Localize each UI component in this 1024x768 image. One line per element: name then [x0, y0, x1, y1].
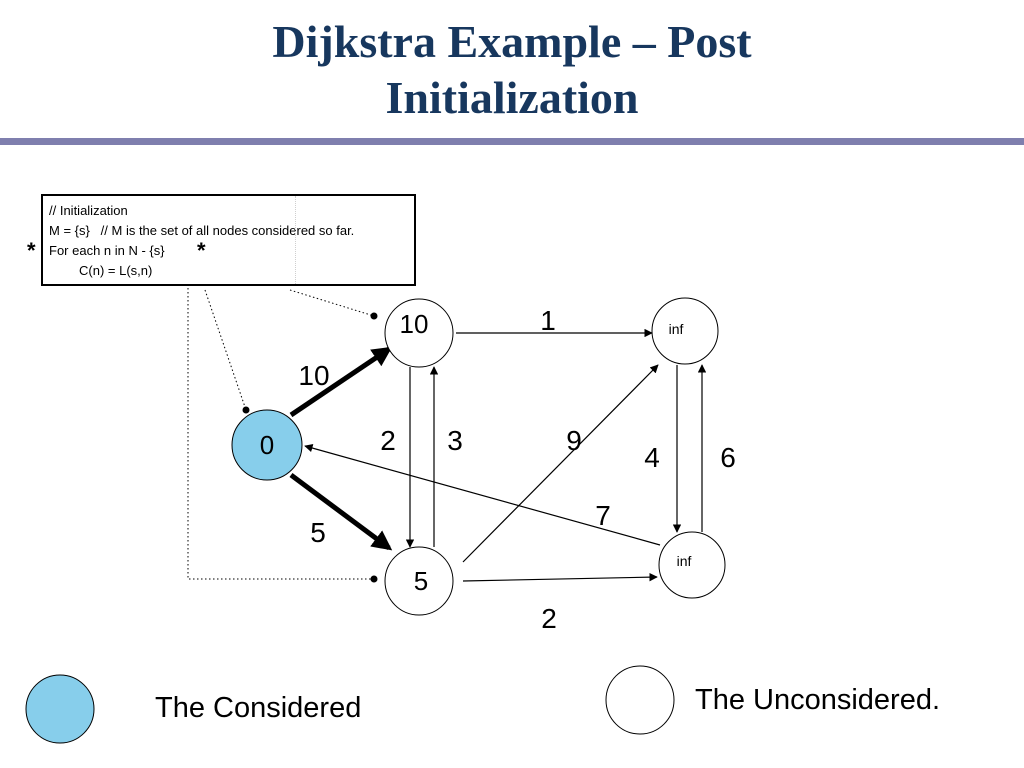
edge-weight-a-b: 2	[380, 425, 396, 456]
code-line-for-each: For each n in N - {s}	[49, 243, 165, 258]
legend-considered-swatch	[25, 674, 95, 744]
node-s	[231, 409, 303, 481]
pointer-dot-node-a	[370, 312, 378, 320]
edge-weight-b-d: 2	[541, 603, 557, 634]
pointer-line-to-node-s	[204, 289, 247, 411]
node-label-s: 0	[260, 430, 274, 460]
edge-b-d	[462, 572, 658, 582]
code-box-guide-line	[295, 196, 296, 284]
edge-weight-b-c: 9	[566, 425, 582, 456]
code-line-m-init: M = {s} // M is the set of all nodes con…	[49, 223, 355, 238]
edge-weight-s-b: 5	[310, 517, 326, 548]
slide-title: Dijkstra Example – Post Initialization	[0, 14, 1024, 126]
pointer-dot-node-s	[242, 406, 250, 414]
initialization-code-box: // Initialization M = {s} // M is the se…	[41, 194, 416, 286]
edge-weight-d-c: 6	[720, 442, 736, 473]
legend-unconsidered-label: The Unconsidered.	[695, 684, 941, 716]
code-line-comment: // Initialization	[49, 203, 128, 218]
edge-weight-a-c: 1	[540, 305, 556, 336]
node-c	[651, 297, 719, 365]
node-d	[658, 531, 726, 599]
loop-marker-star-right: *	[197, 238, 206, 263]
graph-edges	[289, 328, 707, 582]
pointer-dot-node-b	[370, 575, 378, 583]
node-a	[384, 298, 454, 368]
node-label-c: inf	[669, 321, 684, 337]
edge-weights: 10 5 1 2 3 9 4 6 7 2	[298, 305, 735, 634]
edge-weight-s-a: 10	[298, 360, 329, 391]
edge-weight-b-a: 3	[447, 425, 463, 456]
loop-marker-star-left: *	[27, 238, 36, 263]
title-divider	[0, 138, 1024, 145]
node-b	[384, 546, 454, 616]
node-label-d: inf	[677, 553, 692, 569]
edge-weight-c-d: 4	[644, 442, 660, 473]
edge-b-c	[462, 364, 659, 563]
edge-s-b	[289, 472, 393, 551]
slide-title-line2: Initialization	[385, 72, 639, 123]
code-line-cost-assign: C(n) = L(s,n)	[79, 263, 153, 278]
slide-title-line1: Dijkstra Example – Post	[272, 16, 752, 67]
edge-weight-d-s: 7	[595, 500, 611, 531]
legend-considered-label: The Considered	[155, 692, 362, 724]
edge-s-a	[289, 346, 393, 418]
node-label-a: 10	[400, 309, 429, 339]
edge-d-s	[304, 443, 661, 546]
graph-nodes: 0 10 5 inf inf	[231, 297, 726, 616]
pointer-lines	[187, 288, 378, 583]
pointer-line-to-node-b	[187, 288, 374, 580]
legend-unconsidered-swatch	[605, 665, 675, 735]
node-label-b: 5	[414, 566, 428, 596]
pointer-line-to-node-a	[289, 289, 375, 317]
